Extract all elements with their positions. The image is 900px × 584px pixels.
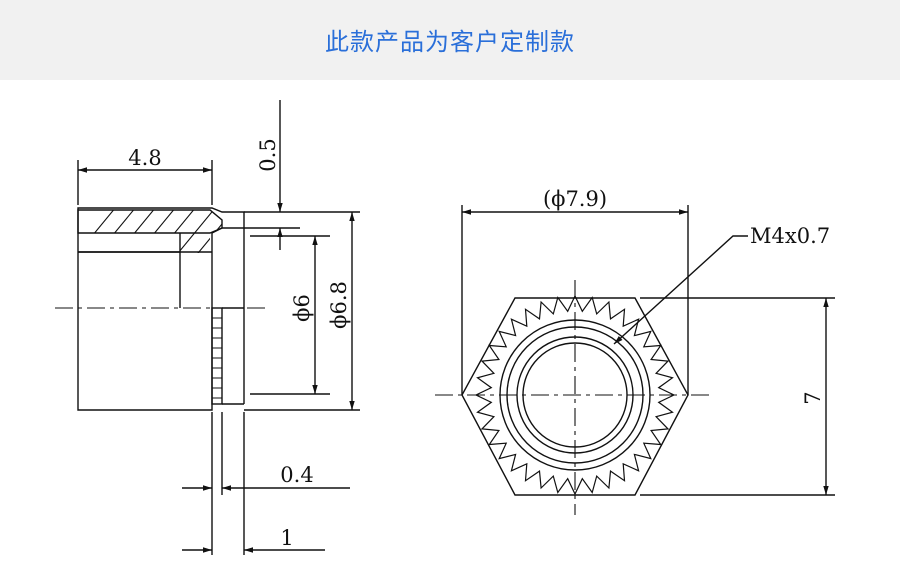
- dim-phi6-label: ϕ6: [290, 294, 314, 322]
- dim-7-label: 7: [801, 391, 825, 404]
- thread-label: M4x0.7: [750, 224, 830, 248]
- dim-phi6-8-label: ϕ6.8: [327, 281, 351, 329]
- side-body-outline: [77, 207, 245, 411]
- side-knurl: [211, 307, 223, 405]
- thread-leader: [613, 235, 748, 345]
- dim-4-8-label: 4.8: [128, 146, 161, 170]
- dim-0-4-label: 0.4: [280, 463, 313, 487]
- side-view: [55, 100, 360, 555]
- front-view: [435, 205, 835, 515]
- banner-title: 此款产品为客户定制款: [325, 28, 575, 56]
- side-hatch-border: [77, 209, 223, 234]
- dim-phi7-9-label: (ϕ7.9): [543, 187, 607, 211]
- dim-0-5-label: 0.5: [256, 138, 280, 171]
- side-shank: [222, 228, 245, 405]
- header-banner: 此款产品为客户定制款: [0, 0, 900, 80]
- dim-1-label: 1: [280, 526, 293, 550]
